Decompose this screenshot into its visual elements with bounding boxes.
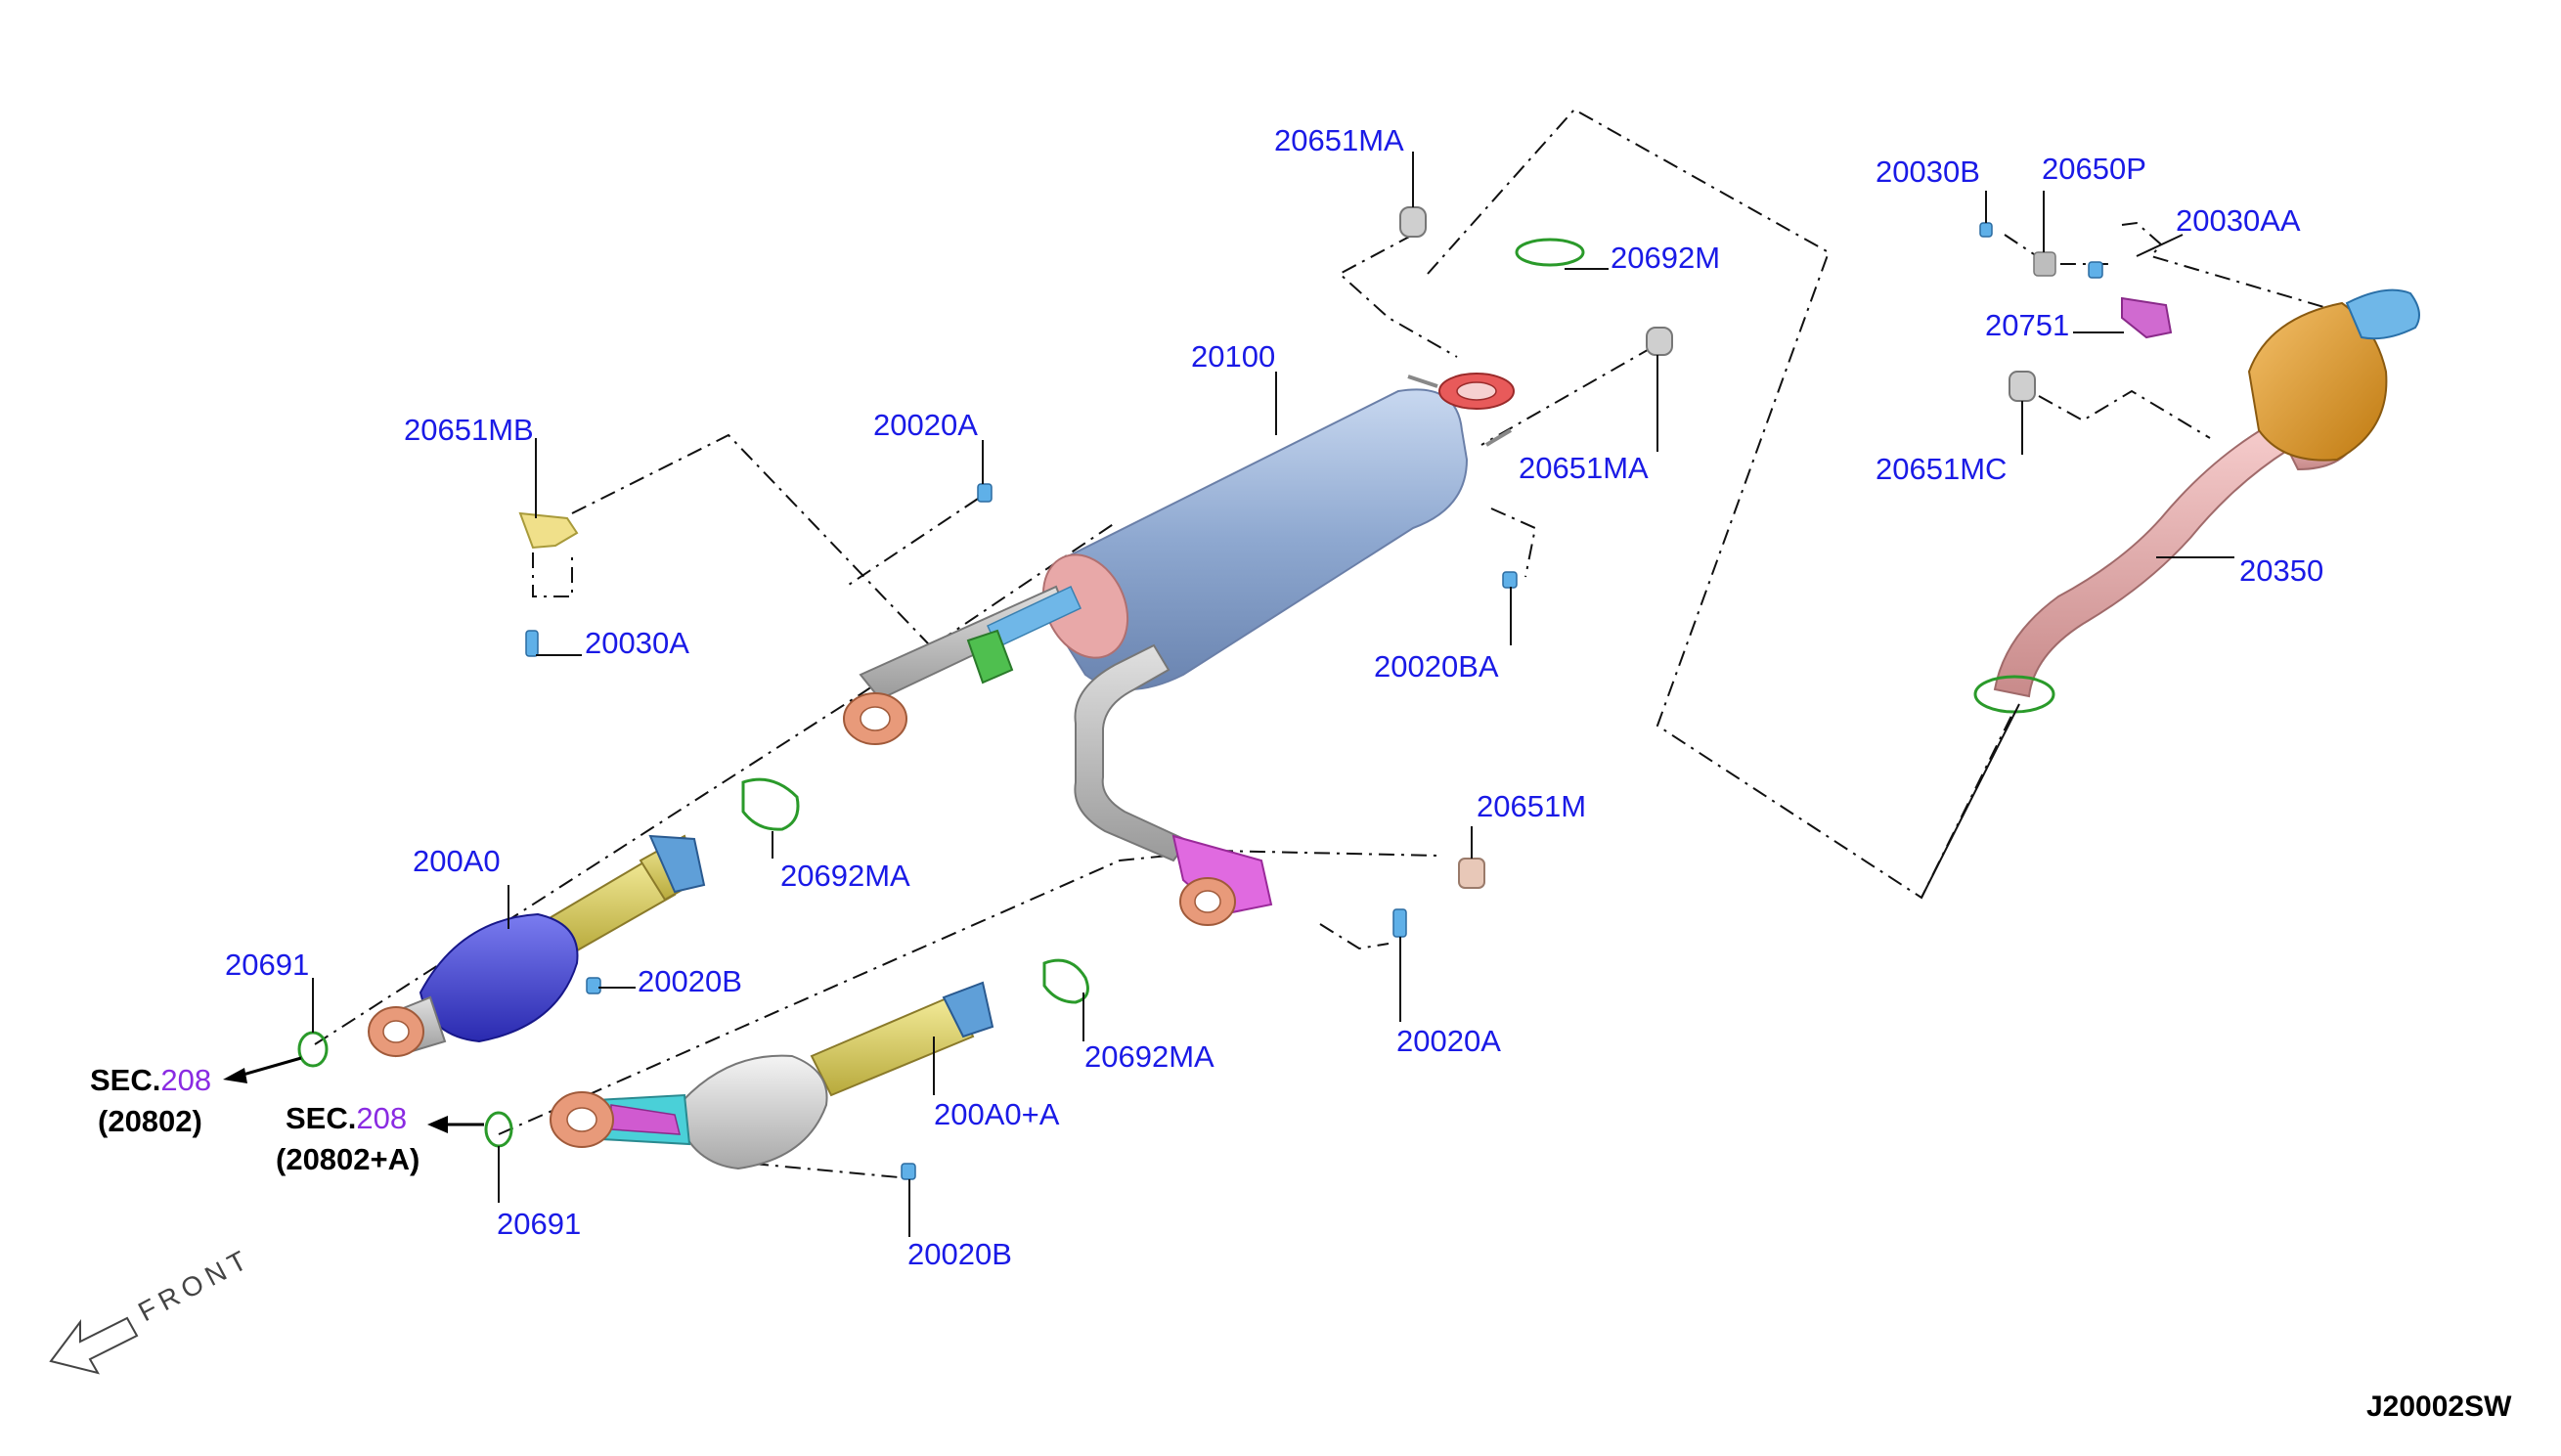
section-number-2[interactable]: 208	[356, 1101, 407, 1135]
svg-text:SEC.208: SEC.208	[90, 1063, 211, 1097]
part-label-20100[interactable]: 20100	[1191, 339, 1275, 374]
section-reference-1[interactable]: SEC.208 (20802)	[90, 1063, 211, 1138]
part-label-20020B-bottom[interactable]: 20020B	[907, 1237, 1012, 1271]
front-arrow-icon	[49, 1316, 139, 1375]
part-label-20651M[interactable]: 20651M	[1477, 789, 1586, 823]
catalytic-converter-front-part	[368, 834, 706, 1058]
part-label-20030B[interactable]: 20030B	[1876, 154, 1980, 189]
part-label-20651MB[interactable]: 20651MB	[404, 413, 534, 447]
part-label-20020BA[interactable]: 20020BA	[1374, 649, 1499, 684]
part-label-20651MA-right[interactable]: 20651MA	[1519, 451, 1649, 485]
part-label-200A0-plus-A[interactable]: 200A0+A	[934, 1097, 1060, 1131]
drawing-code: J20002SW	[2366, 1390, 2512, 1423]
gasket-parts	[297, 238, 1585, 1148]
part-label-20650P[interactable]: 20650P	[2042, 152, 2146, 186]
part-label-20691-bottom[interactable]: 20691	[497, 1207, 581, 1241]
catalytic-converter-rear-part	[550, 981, 994, 1170]
tail-pipe-part	[1973, 288, 2420, 714]
part-label-20020A-top[interactable]: 20020A	[873, 408, 978, 442]
part-labels: 20651MA 20692M 20100 20651MA 20020BA 206…	[225, 123, 2323, 1271]
part-label-20020B-left[interactable]: 20020B	[638, 964, 742, 998]
part-label-20651MC[interactable]: 20651MC	[1876, 452, 2007, 486]
svg-text:SEC.208: SEC.208	[286, 1101, 407, 1135]
hanger-parts	[518, 206, 2036, 889]
part-label-20692M[interactable]: 20692M	[1611, 241, 1720, 275]
section-reference-2[interactable]: SEC.208 (20802+A)	[276, 1101, 419, 1176]
part-label-20692MA-left[interactable]: 20692MA	[780, 859, 910, 893]
part-label-20020A-bottom[interactable]: 20020A	[1396, 1024, 1501, 1058]
leader-lines	[312, 152, 2234, 1237]
section-prefix-2: SEC.	[286, 1101, 356, 1135]
main-muffler-part	[843, 373, 1515, 926]
part-label-20350[interactable]: 20350	[2239, 553, 2323, 588]
part-label-20030A[interactable]: 20030A	[585, 626, 689, 660]
part-label-20651MA-top[interactable]: 20651MA	[1274, 123, 1404, 157]
section-arrows	[223, 1056, 484, 1133]
section-ref-code-1: (20802)	[98, 1104, 202, 1138]
part-label-20692MA-right[interactable]: 20692MA	[1084, 1039, 1214, 1074]
section-ref-code-2: (20802+A)	[276, 1142, 419, 1176]
front-label: FRONT	[133, 1243, 256, 1328]
section-number-1[interactable]: 208	[160, 1063, 211, 1097]
part-label-20030AA[interactable]: 20030AA	[2176, 203, 2301, 238]
part-label-200A0[interactable]: 200A0	[413, 844, 501, 878]
part-label-20751[interactable]: 20751	[1985, 308, 2069, 342]
front-direction-marker: FRONT	[49, 1243, 256, 1375]
part-label-20691-left[interactable]: 20691	[225, 948, 309, 982]
fastener-parts	[525, 222, 2173, 1180]
section-prefix-1: SEC.	[90, 1063, 160, 1097]
